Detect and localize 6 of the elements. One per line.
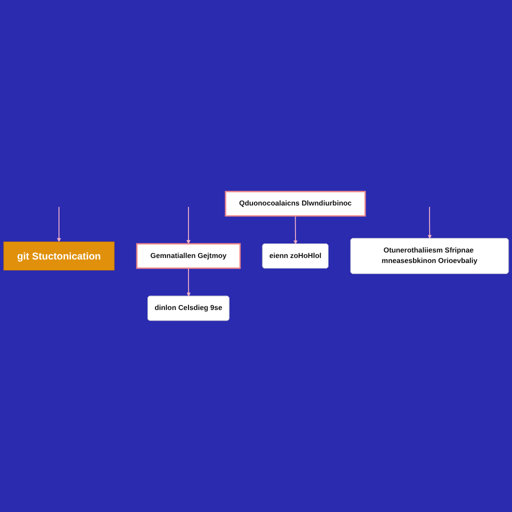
node-box: git Stuctonication [3,242,115,270]
arrow [186,206,190,244]
arrow [186,268,191,296]
arrow [57,206,61,242]
arrow [428,206,432,239]
arrow [294,215,298,244]
